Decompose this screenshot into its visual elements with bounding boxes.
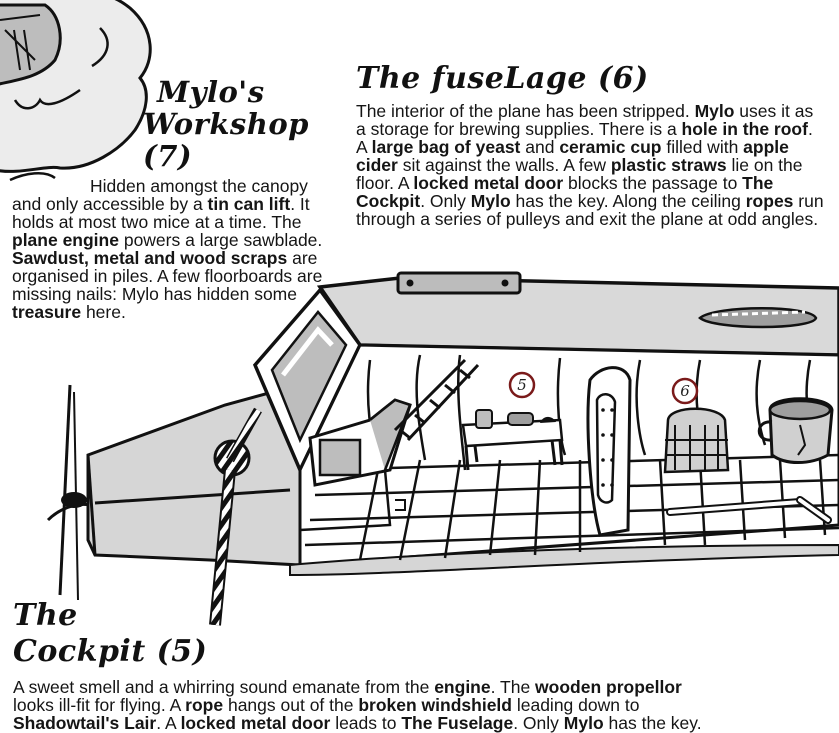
keyword: Mylo xyxy=(563,713,604,733)
keyword: apple cider xyxy=(356,137,789,175)
keyword: locked metal door xyxy=(180,713,331,733)
keyword: broken windshield xyxy=(358,695,512,715)
text-run: A sweet smell and a whirring sound emana… xyxy=(13,677,435,697)
keyword: wooden propellor xyxy=(535,677,682,697)
cockpit-title: The Cockpit (5) xyxy=(13,598,207,670)
workshop-title-line2: Workshop (7) xyxy=(143,107,309,173)
keyword: treasure xyxy=(12,302,82,322)
cockpit-line: looks ill-fit for flying. A rope hangs o… xyxy=(13,696,839,714)
cockpit-title-line2: Cockpit (5) xyxy=(13,634,208,669)
plastic-straw xyxy=(666,496,832,524)
keyword: The Fuselage xyxy=(401,713,514,733)
cockpit-seat xyxy=(299,398,412,532)
fuselage-title: The fuseLage (6) xyxy=(356,61,649,96)
cockpit-title-line1: The xyxy=(13,598,78,633)
text-run: . The xyxy=(490,677,536,697)
text-run: has the key. Along the ceiling xyxy=(510,191,746,211)
keyword: hole in the roof xyxy=(681,119,808,139)
workshop-description: Hidden amongst the canopy and only acces… xyxy=(12,177,337,321)
keyword: Mylo xyxy=(470,191,511,211)
cockpit-description: A sweet smell and a whirring sound emana… xyxy=(13,678,839,732)
text-run: are organised in piles. A few floorboard… xyxy=(12,248,323,304)
text-run: . A xyxy=(156,713,181,733)
room-marker-5-label: 5 xyxy=(517,376,527,394)
text-run: here. xyxy=(81,302,126,322)
room-marker-6[interactable]: 6 xyxy=(671,377,699,405)
keyword: Sawdust, metal and wood scraps xyxy=(12,248,288,268)
keyword: locked metal door xyxy=(413,173,564,193)
text-run: leading down to xyxy=(511,695,640,715)
text-run: sit against the walls. A few xyxy=(397,155,611,175)
text-run: . Only xyxy=(513,713,564,733)
text-run: hangs out of the xyxy=(223,695,359,715)
text-run: . It holds at most two mice at a time. T… xyxy=(12,194,310,232)
tree-canopy xyxy=(0,0,152,182)
propeller xyxy=(46,384,91,601)
text-run: lie on the floor. A xyxy=(356,155,803,193)
text-run: . Only xyxy=(420,191,471,211)
ladder xyxy=(393,358,480,442)
text-run: looks ill-fit for flying. A xyxy=(13,695,186,715)
keyword: Shadowtail's Lair xyxy=(13,713,157,733)
keyword: engine xyxy=(434,677,491,697)
room-marker-5[interactable]: 5 xyxy=(508,371,536,399)
hanging-rope xyxy=(209,407,262,626)
text-run: powers a large sawblade. xyxy=(118,230,323,250)
workshop-title: Mylo's Workshop (7) xyxy=(143,76,343,172)
room-marker-6-label: 6 xyxy=(680,382,690,400)
text-run: blocks the passage to xyxy=(563,173,743,193)
keyword: tin can lift xyxy=(207,194,291,214)
table-with-supplies xyxy=(461,409,564,471)
cockpit-line: Shadowtail's Lair. A locked metal door l… xyxy=(13,714,839,732)
text-run: leads to xyxy=(330,713,402,733)
keyword: rope xyxy=(185,695,224,715)
text-run: . A xyxy=(356,119,813,157)
keyword: plane engine xyxy=(12,230,119,250)
text-run: and xyxy=(520,137,560,157)
text-run: The interior of the plane has been strip… xyxy=(356,101,695,121)
fuselage-roof xyxy=(316,271,839,357)
cockpit-line: A sweet smell and a whirring sound emana… xyxy=(13,678,839,696)
keyword: large bag of yeast xyxy=(371,137,521,157)
text-run: uses it as a storage for brewing supplie… xyxy=(356,101,814,139)
text-run: has the key. xyxy=(603,713,702,733)
text-run: run through a series of pulleys and exit… xyxy=(356,191,824,229)
ceramic-cup xyxy=(757,397,834,464)
text-run: Hidden amongst the canopy and only acces… xyxy=(12,176,308,214)
fuselage-description: The interior of the plane has been strip… xyxy=(356,102,826,228)
yeast-bag xyxy=(663,407,730,474)
workshop-title-line1: Mylo's xyxy=(157,75,265,109)
keyword: plastic straws xyxy=(610,155,727,175)
keyword: Mylo xyxy=(694,101,735,121)
keyword: ceramic cup xyxy=(559,137,662,157)
keyword: ropes xyxy=(745,191,794,211)
keyword: The Cockpit xyxy=(356,173,774,211)
text-run: filled with xyxy=(661,137,744,157)
